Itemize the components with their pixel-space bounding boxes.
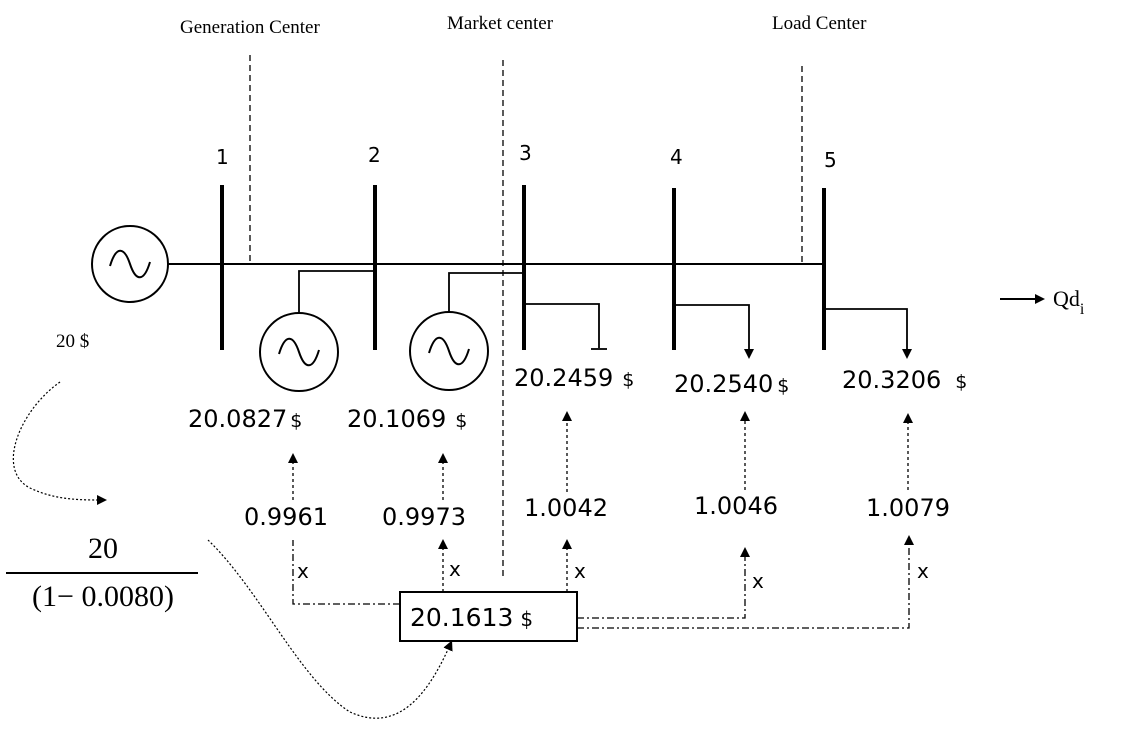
bus-1-number: 1 (216, 145, 229, 169)
multiply-symbol-5: x (917, 559, 929, 583)
bus-3-load-price: 20.2459$ (514, 364, 634, 392)
multiply-path-5 (577, 535, 914, 629)
generator-3-feeder (448, 272, 524, 312)
bus-5-price: 20.3206$ (842, 366, 967, 394)
factor-2-value: 0.9973 (382, 503, 466, 531)
multiply-symbol-3: x (574, 559, 586, 583)
bus-5-number: 5 (824, 148, 837, 172)
multiply-path-4 (577, 547, 750, 619)
formula-numerator: 20 (88, 532, 118, 565)
load-center-label: Load Center (772, 13, 867, 34)
center-price-box (399, 591, 578, 642)
generator-1-icon (91, 225, 169, 303)
center-price-value: 20.1613$ (410, 603, 533, 632)
bus-3-price: 20.1069$ (347, 405, 467, 433)
bus-4-number: 4 (670, 145, 683, 169)
load-3-feeder (524, 303, 600, 348)
slack-price-label: 20 $ (56, 331, 89, 352)
multiply-symbol-4: x (752, 569, 764, 593)
factor-4-value: 1.0046 (694, 492, 778, 520)
formula-to-center-arrow (207, 539, 453, 719)
factor-1-value: 0.9961 (244, 503, 328, 531)
slack-to-formula-arrow (12, 381, 107, 505)
generator-2-feeder (298, 270, 375, 313)
bus-3-number: 3 (519, 141, 532, 165)
market-center-label: Market center (447, 13, 554, 34)
load-5-arrow (824, 308, 912, 359)
load-4-arrow (674, 304, 754, 359)
formula-denominator: (1− 0.0080) (32, 580, 174, 613)
multiply-path-1 (292, 540, 400, 605)
bus-4-price: 20.2540$ (674, 370, 789, 398)
multiply-symbol-1: x (297, 559, 309, 583)
bus-2-price: 20.0827$ (188, 405, 302, 433)
demand-label: Qdi (1053, 286, 1085, 318)
factor-3-value: 1.0042 (524, 494, 608, 522)
multiply-symbol-2: x (449, 557, 461, 581)
bus-2-number: 2 (368, 143, 381, 167)
factor-5-value: 1.0079 (866, 494, 950, 522)
generator-3-icon (409, 311, 489, 391)
generation-center-label: Generation Center (180, 17, 320, 38)
generator-2-icon (259, 312, 339, 392)
